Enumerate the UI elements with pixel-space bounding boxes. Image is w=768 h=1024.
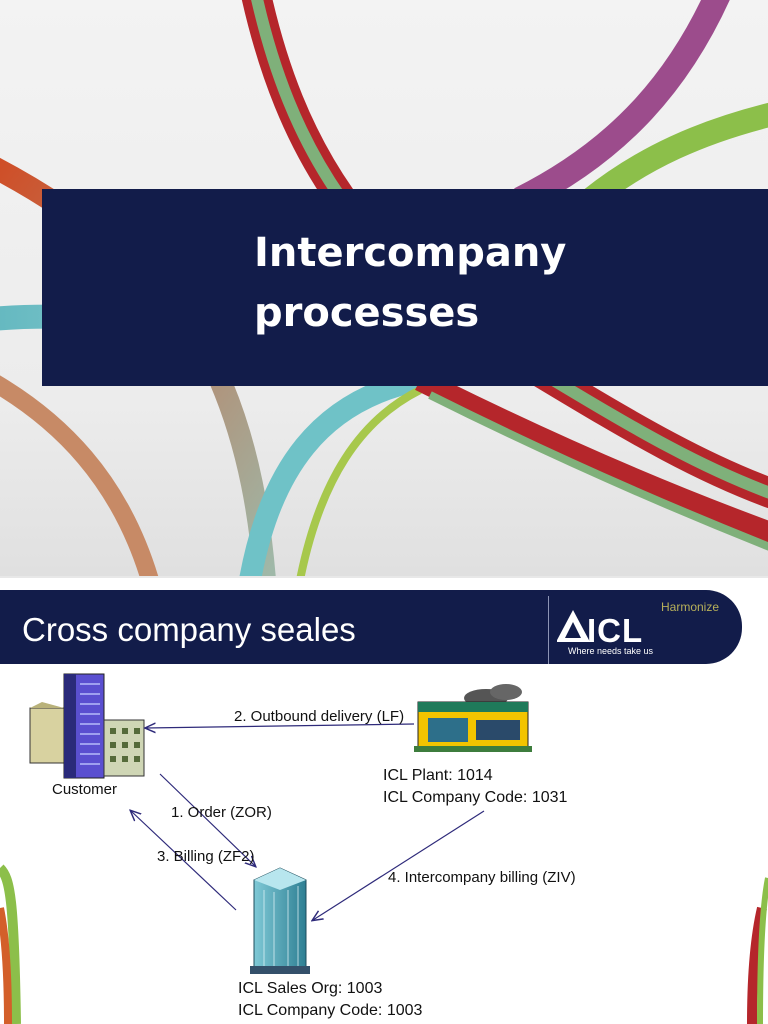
order-label: 1. Order (ZOR) <box>171 804 272 821</box>
plant-label: ICL Plant: 1014 <box>383 767 493 784</box>
title-line-1: Intercompany <box>254 230 567 276</box>
outbound-delivery-label: 2. Outbound delivery (LF) <box>234 708 405 725</box>
diagram-slide: Cross company seales ICL Harmonize Where… <box>0 578 768 1024</box>
slide-separator <box>0 576 768 578</box>
arrow-outbound-delivery <box>146 724 415 728</box>
logo-brand: Harmonize <box>661 600 720 614</box>
icl-logo: ICL Harmonize Where needs take us <box>548 596 729 664</box>
sales-org-tower-icon <box>250 867 310 974</box>
arrow-billing <box>131 811 237 911</box>
sales-org-company-code-label: ICL Company Code: 1003 <box>238 1002 423 1019</box>
customer-label: Customer <box>52 781 118 798</box>
plant-company-code-label: ICL Company Code: 1031 <box>383 789 568 806</box>
logo-tagline: Where needs take us <box>568 646 654 656</box>
slide-title: Cross company seales <box>22 611 356 648</box>
process-diagram <box>29 673 532 974</box>
slide-header: Cross company seales ICL Harmonize Where… <box>0 590 742 664</box>
plant-building-icon <box>414 684 532 752</box>
intercompany-billing-label: 4. Intercompany billing (ZIV) <box>388 869 576 886</box>
logo-wordmark: ICL <box>587 612 644 649</box>
arrow-intercompany-billing <box>313 810 485 920</box>
sales-org-label: ICL Sales Org: 1003 <box>238 980 383 997</box>
side-ribbons <box>0 864 768 1024</box>
billing-label: 3. Billing (ZF2) <box>157 848 255 865</box>
arrow-order <box>159 773 255 866</box>
title-band: Intercompany processes <box>42 189 768 386</box>
icl-triangle-icon <box>557 610 590 642</box>
slide-title: Intercompany processes <box>254 223 734 343</box>
title-line-2: processes <box>254 290 480 336</box>
title-slide: Intercompany processes <box>0 0 768 576</box>
customer-building-icon <box>29 673 145 779</box>
